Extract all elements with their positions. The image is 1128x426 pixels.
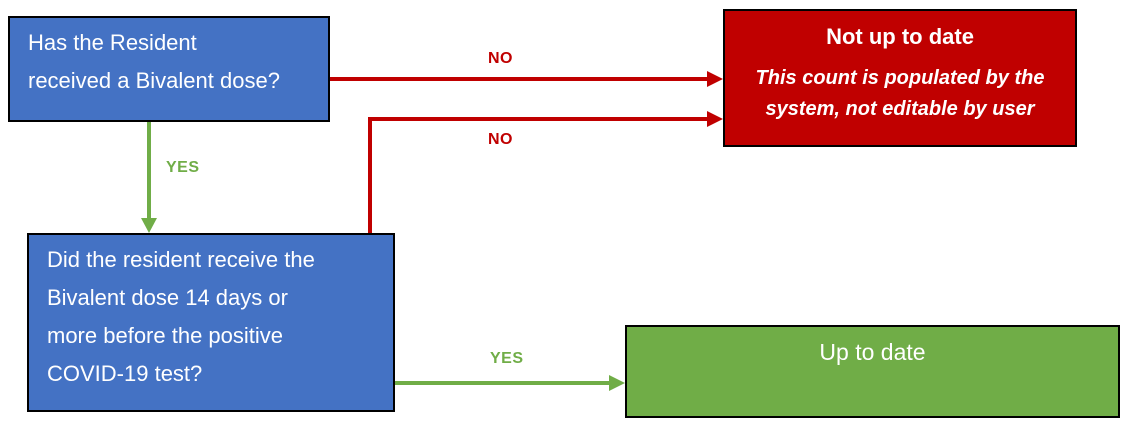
question-node-bivalent-dose: Has the Resident received a Bivalent dos…: [8, 16, 330, 122]
arrow-no-from-q1: [330, 71, 723, 87]
outcome-node-up-to-date: Up to date: [625, 325, 1120, 418]
edge-label-yes-q2: YES: [490, 350, 524, 367]
edge-label-no-q1: NO: [488, 50, 513, 67]
arrow-no-from-q2: [368, 111, 723, 233]
question-node-14-days-before-test: Did the resident receive the Bivalent do…: [27, 233, 395, 412]
outcome-node-not-up-to-date: Not up to date This count is populated b…: [723, 9, 1077, 147]
edge-label-no-q2: NO: [488, 131, 513, 148]
not-up-to-date-subtitle: This count is populated by the system, n…: [755, 67, 1045, 120]
not-up-to-date-title: Not up to date: [826, 24, 974, 49]
arrow-yes-from-q2: [395, 375, 625, 391]
arrow-yes-from-q1: [141, 122, 157, 233]
edge-label-yes-q1: YES: [166, 159, 200, 176]
